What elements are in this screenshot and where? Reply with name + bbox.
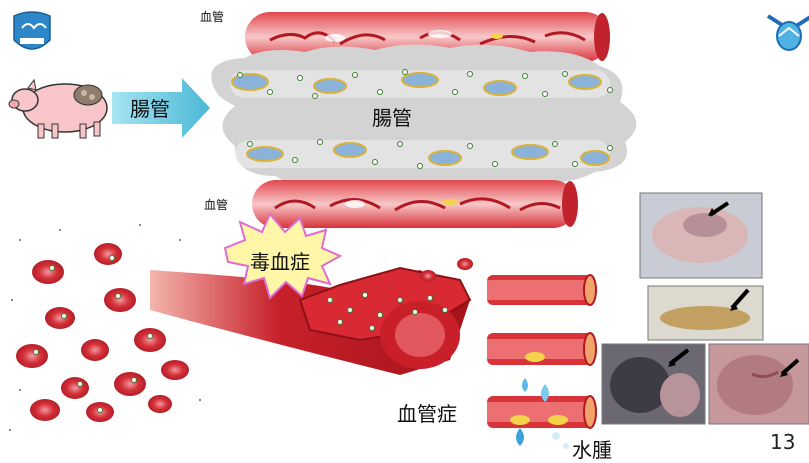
intestine-arrow-label: 腸管 — [130, 93, 170, 122]
vessel-top-label: 血管 — [200, 8, 224, 25]
vasculitis-label: 血管症 — [397, 398, 457, 427]
pathology-photo-organ-right — [709, 344, 809, 424]
edema-label: 水腫 — [572, 434, 612, 463]
pathology-photo-tissue — [648, 286, 763, 340]
intestine-center-label: 腸管 — [372, 102, 412, 131]
intestine-cloud — [211, 44, 636, 190]
pathology-photo-organ-left — [602, 344, 705, 424]
pathology-photo-pig-head — [640, 193, 762, 278]
toxemia-label: 毒血症 — [250, 246, 310, 275]
vessel-stage-3 — [487, 396, 596, 428]
pig-icon — [9, 80, 107, 138]
vessel-middle-label: 血管 — [204, 196, 228, 213]
vessel-stage-2 — [487, 333, 596, 365]
red-blood-cells — [9, 224, 201, 431]
crest-logo-icon — [768, 16, 809, 50]
shield-logo-icon — [14, 12, 50, 49]
vessel-stage-1 — [487, 275, 596, 305]
page-number: 13 — [770, 430, 795, 454]
